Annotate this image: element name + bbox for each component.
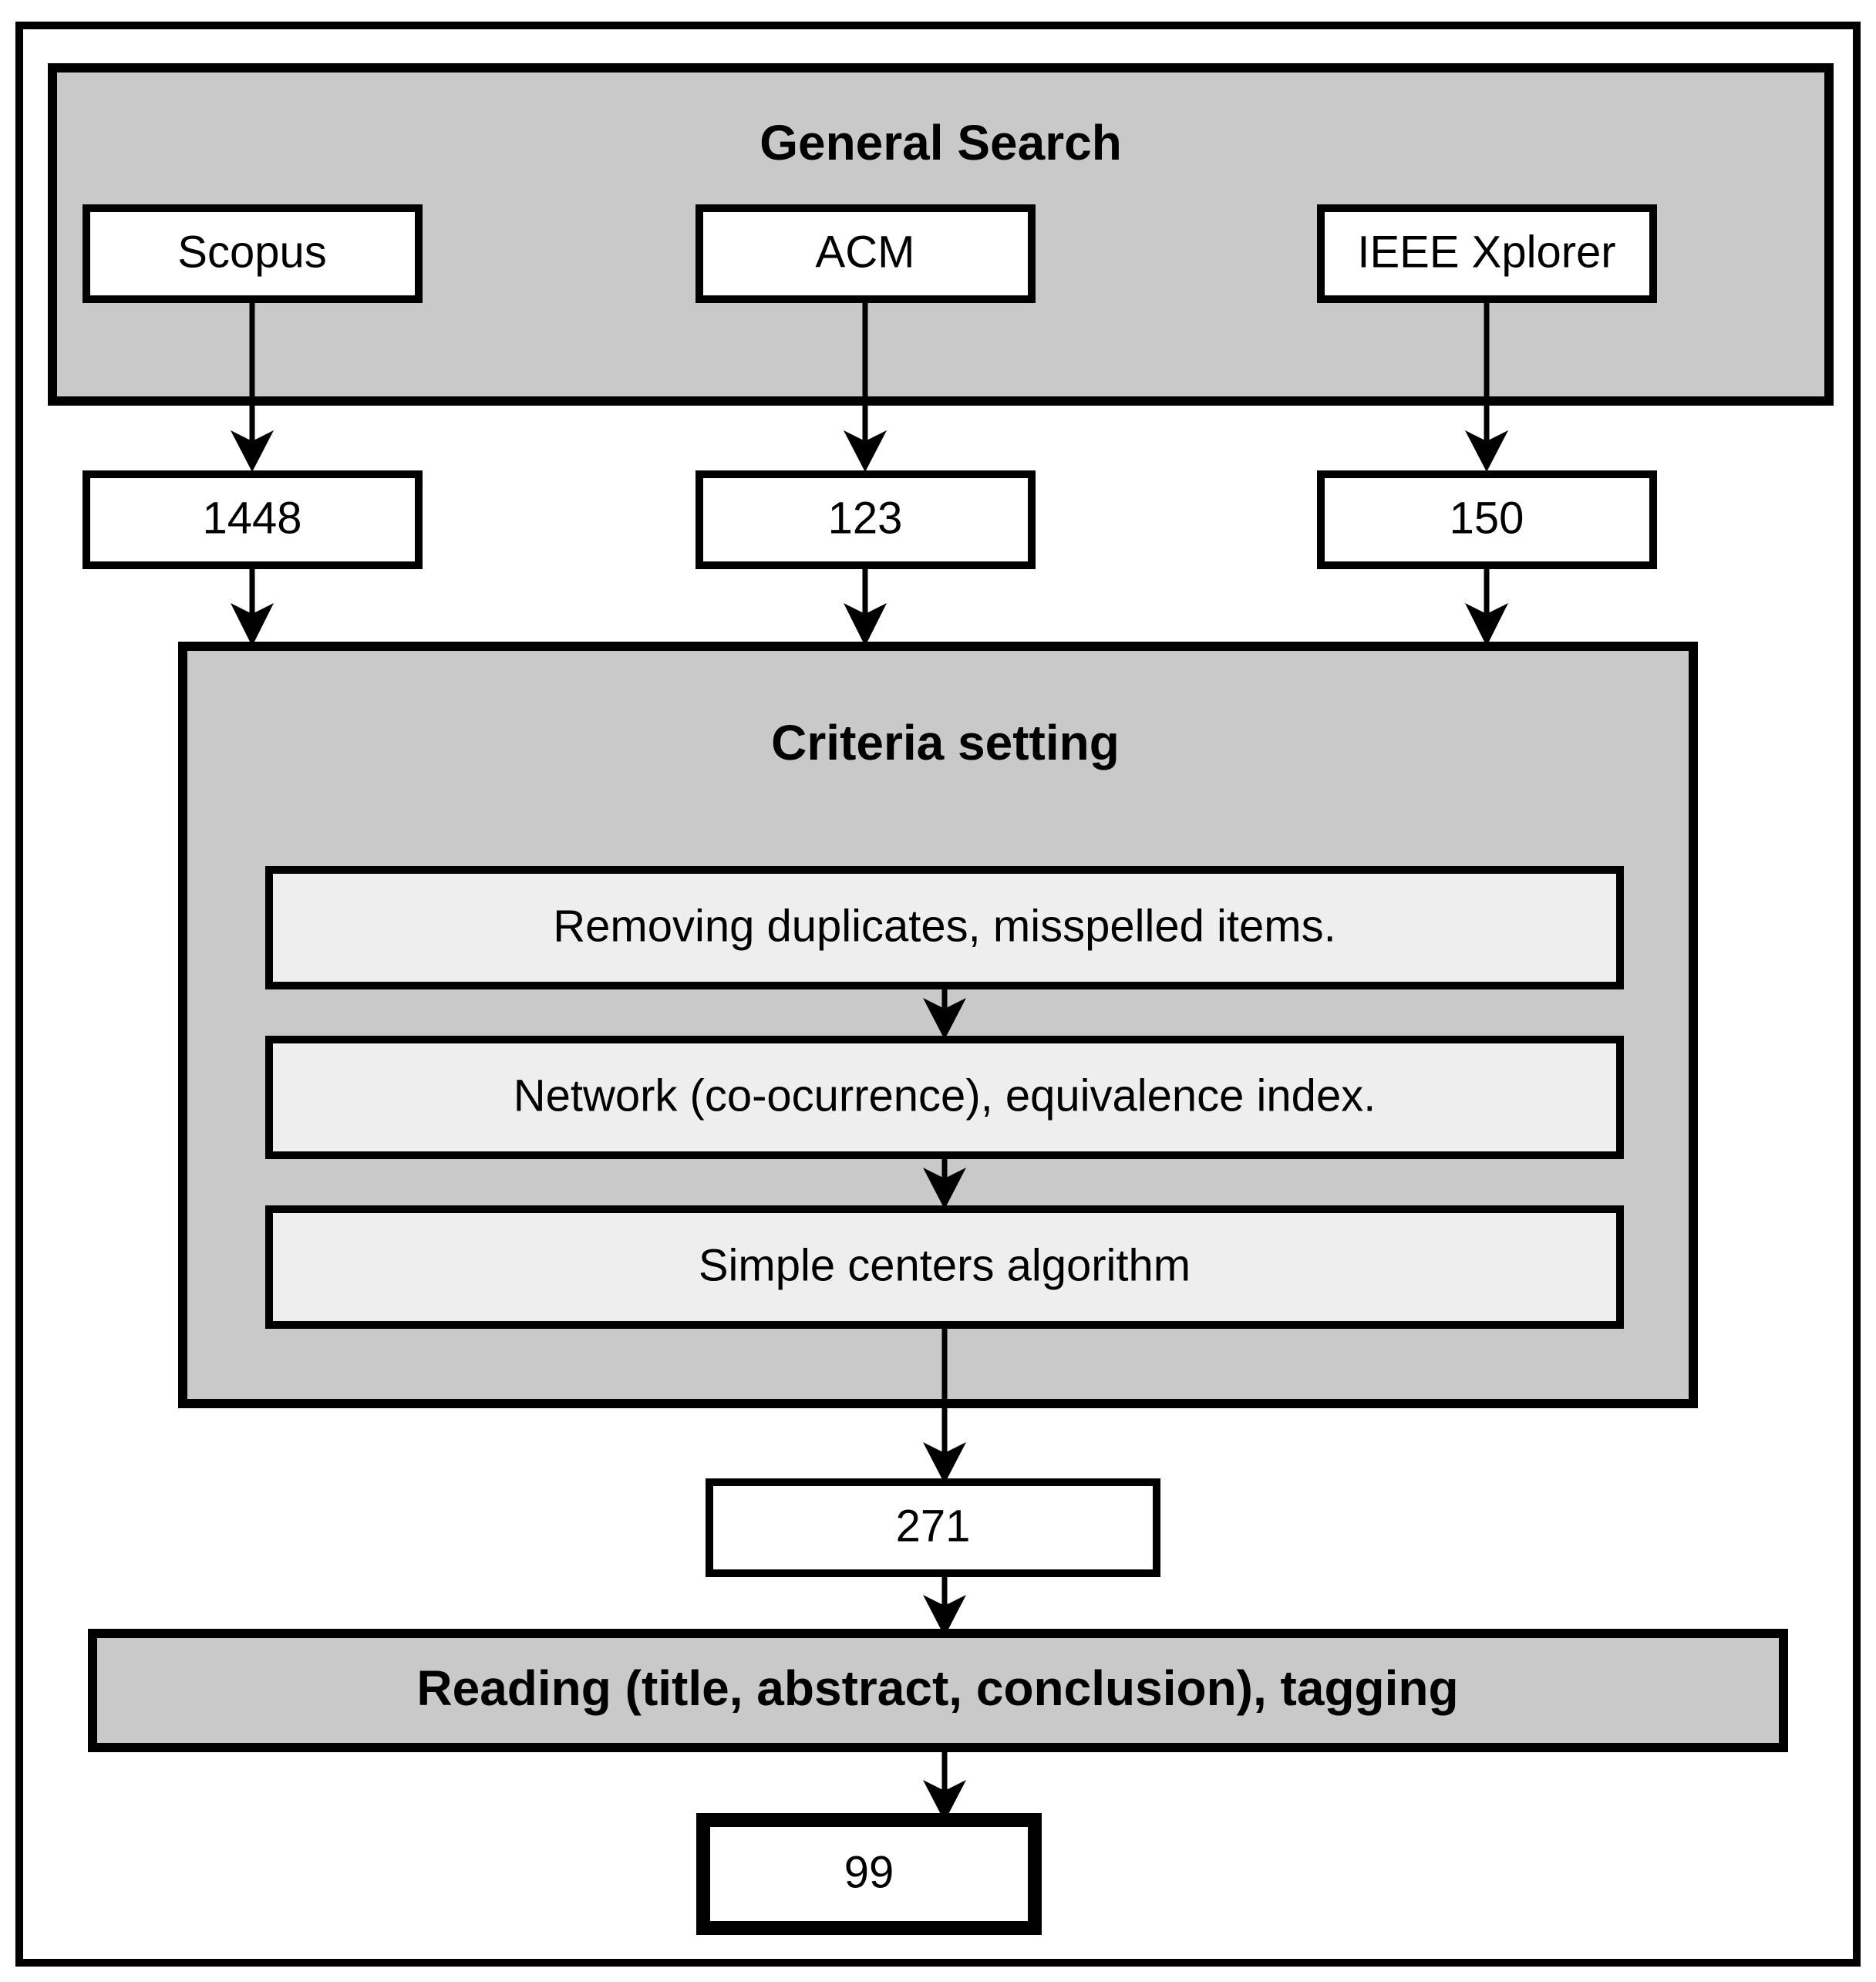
arrowhead-271-to-reading	[923, 1595, 966, 1636]
criteria-step-label-3: Simple centers algorithm	[699, 1240, 1191, 1290]
count-label-ieee: 150	[1450, 493, 1524, 543]
arrowhead-scopus-to-count	[231, 430, 274, 472]
general-search-title: General Search	[759, 115, 1122, 170]
arrowhead-criteria-to-result	[923, 1442, 966, 1484]
result-label-271: 271	[896, 1501, 971, 1551]
criteria-step-label-1: Removing duplicates, misspelled items.	[553, 901, 1335, 951]
reading-stage-label: Reading (title, abstract, conclusion), t…	[416, 1660, 1458, 1716]
final-result-box-99[interactable]	[696, 1813, 1042, 1935]
arrowhead-reading-to-final	[923, 1780, 966, 1822]
source-label-ieee: IEEE Xplorer	[1357, 227, 1615, 277]
source-box-ieee[interactable]	[1317, 204, 1657, 303]
criteria-step-label-2: Network (co-ocurrence), equivalence inde…	[514, 1070, 1376, 1121]
arrowhead-acm-to-count	[844, 430, 887, 472]
reading-stage-box[interactable]	[88, 1629, 1788, 1752]
arrowhead-count-ieee-to-criteria	[1465, 603, 1508, 646]
arrowhead-count-acm-to-criteria	[844, 603, 887, 646]
criteria-step-box-2[interactable]	[265, 1036, 1624, 1159]
count-box-acm[interactable]	[696, 470, 1036, 569]
criteria-setting-title: Criteria setting	[771, 715, 1120, 770]
arrowhead-ieee-to-count	[1465, 430, 1508, 472]
count-box-ieee[interactable]	[1317, 470, 1657, 569]
arrowhead-step1-to-step2	[923, 998, 966, 1040]
source-label-scopus: Scopus	[177, 227, 326, 277]
result-box-271[interactable]	[706, 1478, 1160, 1577]
source-label-acm: ACM	[816, 227, 915, 277]
count-label-scopus: 1448	[202, 493, 301, 543]
arrowhead-count-scopus-to-criteria	[231, 603, 274, 646]
outer-frame	[15, 22, 1861, 1967]
final-result-label-99: 99	[844, 1847, 894, 1897]
arrowhead-step2-to-step3	[923, 1168, 966, 1209]
count-label-acm: 123	[828, 493, 903, 543]
source-box-acm[interactable]	[696, 204, 1036, 303]
